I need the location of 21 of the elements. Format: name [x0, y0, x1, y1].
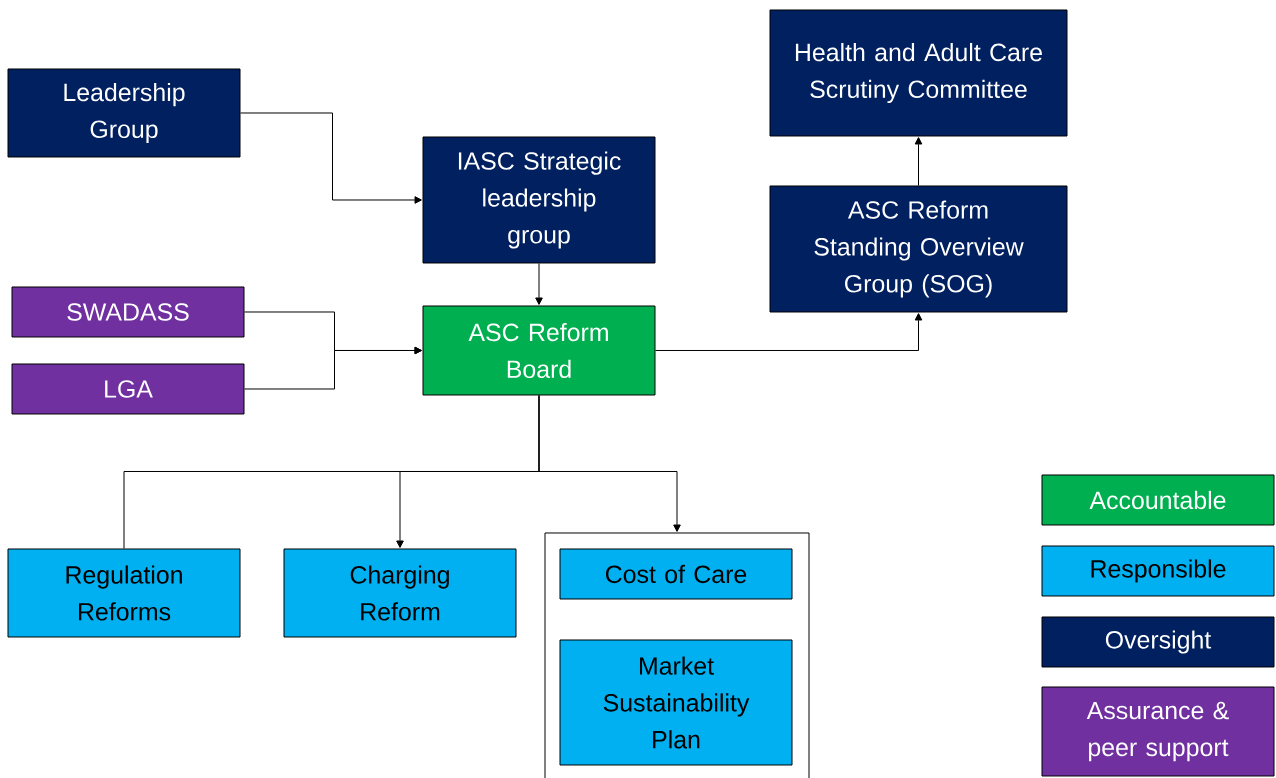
- assurance-box: LGA: [11, 363, 245, 415]
- legend-entry: Responsible: [1041, 545, 1275, 597]
- responsible-box: Regulation Reforms: [7, 548, 241, 638]
- accountable-box: ASC Reform Board: [422, 305, 656, 396]
- connector: [538, 395, 681, 532]
- connector: [655, 313, 923, 351]
- oversight-box: Leadership Group: [7, 68, 241, 158]
- responsible-box: Charging Reform: [283, 548, 517, 638]
- assurance-box: SWADASS: [11, 286, 245, 338]
- oversight-box: Health and Adult Care Scrutiny Committee: [769, 9, 1068, 137]
- oversight-box: IASC Strategic leadership group: [422, 136, 656, 264]
- oversight-box: ASC Reform Standing Overview Group (SOG): [769, 185, 1068, 313]
- connector: [914, 137, 923, 186]
- legend-entry: Assurance & peer support: [1041, 686, 1275, 777]
- connector: [535, 263, 543, 305]
- responsible-box: Market Sustainability Plan: [559, 639, 793, 766]
- responsible-box: Cost of Care: [559, 548, 793, 600]
- connector: [240, 112, 422, 204]
- connector: [244, 346, 422, 390]
- legend-entry: Oversight: [1041, 616, 1275, 668]
- legend-entry: Accountable: [1041, 474, 1275, 526]
